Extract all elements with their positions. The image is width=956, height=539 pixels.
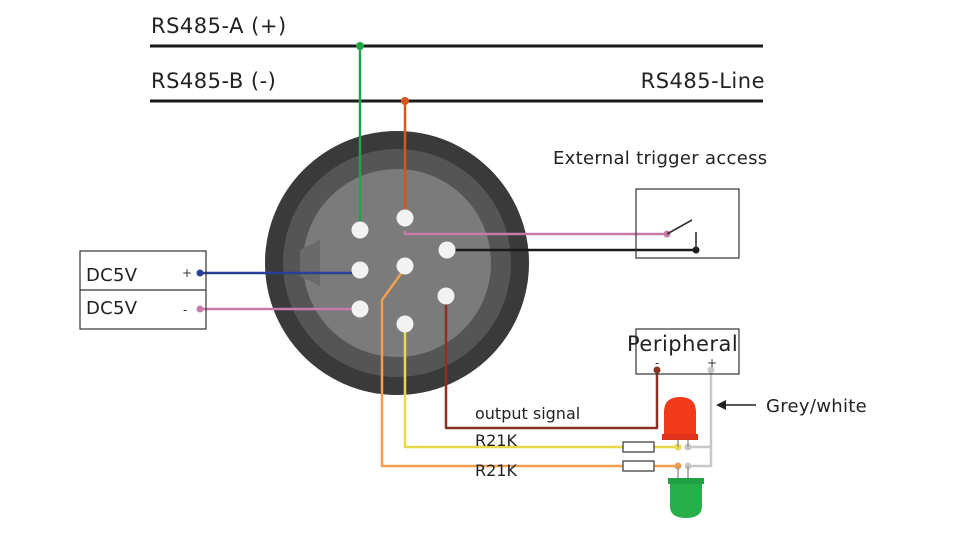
wire-orange <box>380 266 626 468</box>
junction-brown <box>653 366 661 374</box>
pin-5 <box>396 315 414 333</box>
junction-green <box>356 42 364 50</box>
connector <box>265 131 529 395</box>
pin-2 <box>437 287 455 305</box>
rs485-line-label: RS485-Line <box>641 69 765 93</box>
junction-red <box>401 97 409 105</box>
external-trigger-box <box>635 188 740 259</box>
junction-blue <box>196 269 204 277</box>
peripheral-box: Peripheral - + <box>627 328 740 375</box>
green-led-body <box>670 482 702 518</box>
peripheral-box-frame <box>635 328 740 375</box>
wire-pink-trigger <box>403 230 669 236</box>
wires <box>198 44 713 468</box>
wire-yellow <box>403 324 626 449</box>
pin-8 <box>351 300 369 318</box>
resistor-1 <box>622 441 655 453</box>
pin-numbers: 1 2 3 4 5 6 7 8 <box>342 229 440 346</box>
wire-grey <box>686 368 713 468</box>
pin-number-5: 5 <box>387 339 400 346</box>
power-plus-sign: + <box>182 266 192 280</box>
external-trigger-label: External trigger access <box>553 148 767 169</box>
pin-1 <box>438 241 456 259</box>
red-led-base <box>662 434 698 440</box>
red-led-body <box>664 397 696 436</box>
peripheral-label: Peripheral <box>627 332 738 356</box>
green-led-base <box>668 478 704 484</box>
resistor-1-label: R21K <box>475 431 517 450</box>
green-led <box>668 466 704 518</box>
pin-number-2: 2 <box>427 308 440 315</box>
grey-white-label: Grey/white <box>766 396 867 417</box>
pin-3 <box>396 209 414 227</box>
connector-key-notch <box>300 240 320 286</box>
pin-number-8: 8 <box>342 325 355 332</box>
pin-6 <box>351 221 369 239</box>
pin-number-3: 3 <box>374 229 387 236</box>
wire-brown-output <box>444 294 659 430</box>
trigger-switch-lever <box>666 219 693 235</box>
power-plus-label: DC5V <box>86 265 138 286</box>
pin-number-6: 6 <box>342 245 355 252</box>
peripheral-minus-sign: - <box>655 356 659 370</box>
resistor-2 <box>622 460 655 472</box>
connector-pins <box>351 209 456 333</box>
junction-grey <box>707 366 715 374</box>
power-box: DC5V DC5V + - <box>79 250 207 330</box>
peripheral-plus-sign: + <box>707 356 717 370</box>
rs485-a-label: RS485-A (+) <box>151 14 287 38</box>
junction-pink-power <box>196 305 204 313</box>
pin-number-1: 1 <box>421 251 434 258</box>
pin-number-4: 4 <box>379 283 392 290</box>
output-signal-label: output signal <box>475 404 580 423</box>
connector-face <box>303 169 491 357</box>
pin-7 <box>351 261 369 279</box>
power-minus-label: DC5V <box>86 298 138 319</box>
grey-white-arrow-head <box>716 400 726 410</box>
red-led <box>662 397 698 447</box>
resistor-2-label: R21K <box>475 461 517 480</box>
rs485-b-label: RS485-B (-) <box>151 69 276 93</box>
pin-number-7: 7 <box>342 284 355 291</box>
pin-4 <box>396 257 414 275</box>
power-minus-sign: - <box>183 303 187 317</box>
